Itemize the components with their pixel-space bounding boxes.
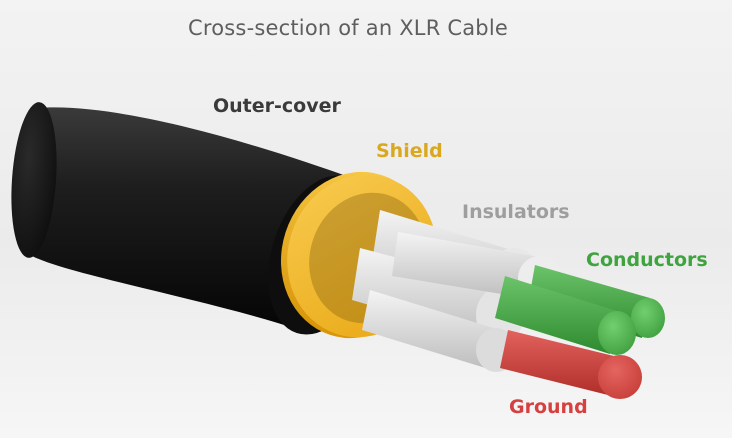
ground-label: Ground (509, 396, 588, 418)
diagram-title: Cross-section of an XLR Cable (188, 16, 508, 40)
insulators-label: Insulators (462, 201, 570, 223)
shield-label: Shield (376, 140, 443, 162)
conductors-label: Conductors (586, 249, 708, 271)
ground-conductor (500, 330, 642, 399)
conductor-front (495, 276, 636, 355)
outer-cover-label: Outer-cover (213, 95, 341, 117)
